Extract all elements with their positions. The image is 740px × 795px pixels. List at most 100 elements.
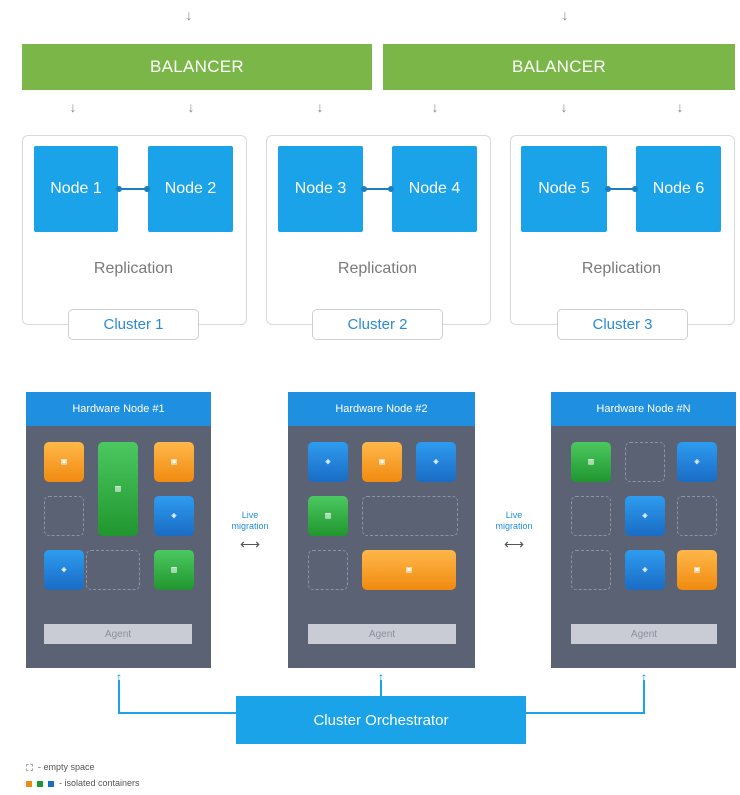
empty-space-swatch [26, 764, 33, 772]
arrow-down-icon: ↓ [561, 7, 569, 23]
database-icon: ▥ [588, 457, 594, 467]
link-dot [144, 186, 150, 192]
node-5: Node 5 [521, 146, 607, 232]
app-icon: ▣ [694, 565, 700, 575]
arrow-up-icon: ↑ [115, 669, 123, 685]
container-green: ▥ [154, 550, 194, 590]
green-swatch [37, 780, 43, 787]
balancer-2: BALANCER [383, 44, 735, 90]
container-blue: ◈ [308, 442, 348, 482]
legend-containers: - isolated containers [26, 778, 140, 788]
container-orange: ▣ [677, 550, 717, 590]
arrow-down-icon: ↓ [431, 99, 439, 115]
replication-link [118, 188, 148, 190]
arrow-down-icon: ↓ [316, 99, 324, 115]
link-dot [605, 186, 611, 192]
database-icon: ▥ [325, 511, 331, 521]
node-4: Node 4 [392, 146, 477, 232]
arrow-down-icon: ↓ [185, 7, 193, 23]
container-blue: ◈ [44, 550, 84, 590]
agent-bar: Agent [571, 624, 717, 644]
node-2: Node 2 [148, 146, 233, 232]
empty-slot [86, 550, 140, 590]
server-icon: ◈ [642, 511, 648, 521]
hardware-node-title: Hardware Node #1 [26, 392, 211, 426]
replication-label: Replication [581, 260, 662, 277]
empty-slot [571, 496, 611, 536]
balancer-1: BALANCER [22, 44, 372, 90]
live-migration-label: Live migration [231, 510, 269, 531]
replication-link [363, 188, 392, 190]
empty-slot [44, 496, 84, 536]
replication-label: Replication [337, 260, 418, 277]
cluster-3-label: Cluster 3 [557, 309, 688, 340]
double-arrow-icon: ⟷ [503, 536, 525, 552]
connector-line [380, 680, 382, 696]
container-blue: ◈ [677, 442, 717, 482]
database-icon: ▥ [171, 565, 177, 575]
container-orange: ▣ [44, 442, 84, 482]
arrow-down-icon: ↓ [69, 99, 77, 115]
node-6: Node 6 [636, 146, 721, 232]
arrow-up-icon: ↑ [640, 669, 648, 685]
connector-line [643, 680, 645, 714]
empty-slot [571, 550, 611, 590]
database-icon: ▥ [115, 484, 121, 494]
empty-slot [625, 442, 665, 482]
link-dot [361, 186, 367, 192]
server-icon: ◈ [433, 457, 439, 467]
node-1: Node 1 [34, 146, 118, 232]
replication-label: Replication [93, 260, 174, 277]
app-icon: ▣ [171, 457, 177, 467]
orange-swatch [26, 780, 32, 787]
app-icon: ▣ [379, 457, 385, 467]
server-icon: ◈ [61, 565, 67, 575]
app-icon: ▣ [61, 457, 67, 467]
container-blue: ◈ [416, 442, 456, 482]
server-icon: ◈ [694, 457, 700, 467]
hardware-node-title: Hardware Node #N [551, 392, 736, 426]
live-migration-label: Live migration [495, 510, 533, 531]
hardware-node-2: Hardware Node #2 ◈ ▣ ◈ ▥ ▣ Agent [288, 392, 475, 668]
app-icon: ▣ [406, 565, 412, 575]
container-orange: ▣ [154, 442, 194, 482]
container-green: ▥ [308, 496, 348, 536]
blue-swatch [48, 780, 54, 787]
server-icon: ◈ [325, 457, 331, 467]
legend-containers-label: - isolated containers [59, 778, 140, 788]
agent-bar: Agent [44, 624, 192, 644]
empty-slot [677, 496, 717, 536]
connector-line [118, 680, 120, 714]
link-dot [632, 186, 638, 192]
hardware-node-n: Hardware Node #N ▥ ◈ ◈ ◈ ▣ Agent [551, 392, 736, 668]
hardware-node-1: Hardware Node #1 ▣ ▥ ▣ ◈ ◈ ▥ Agent [26, 392, 211, 668]
arrow-down-icon: ↓ [187, 99, 195, 115]
empty-slot [308, 550, 348, 590]
legend-empty-label: - empty space [38, 762, 95, 772]
hardware-node-title: Hardware Node #2 [288, 392, 475, 426]
legend-empty-space: - empty space [26, 762, 95, 772]
link-dot [388, 186, 394, 192]
cluster-orchestrator: Cluster Orchestrator [236, 696, 526, 744]
cluster-2-label: Cluster 2 [312, 309, 443, 340]
link-dot [116, 186, 122, 192]
agent-bar: Agent [308, 624, 456, 644]
container-blue: ◈ [625, 496, 665, 536]
server-icon: ◈ [642, 565, 648, 575]
arrow-down-icon: ↓ [560, 99, 568, 115]
connector-line [118, 712, 236, 714]
container-blue: ◈ [154, 496, 194, 536]
connector-line [526, 712, 645, 714]
replication-link [607, 188, 636, 190]
arrow-down-icon: ↓ [676, 99, 684, 115]
container-orange: ▣ [362, 550, 456, 590]
node-3: Node 3 [278, 146, 363, 232]
arrow-up-icon: ↑ [377, 669, 385, 685]
empty-slot [362, 496, 458, 536]
container-orange: ▣ [362, 442, 402, 482]
container-blue: ◈ [625, 550, 665, 590]
container-green: ▥ [98, 442, 138, 536]
double-arrow-icon: ⟷ [239, 536, 261, 552]
container-green: ▥ [571, 442, 611, 482]
cluster-1-label: Cluster 1 [68, 309, 199, 340]
